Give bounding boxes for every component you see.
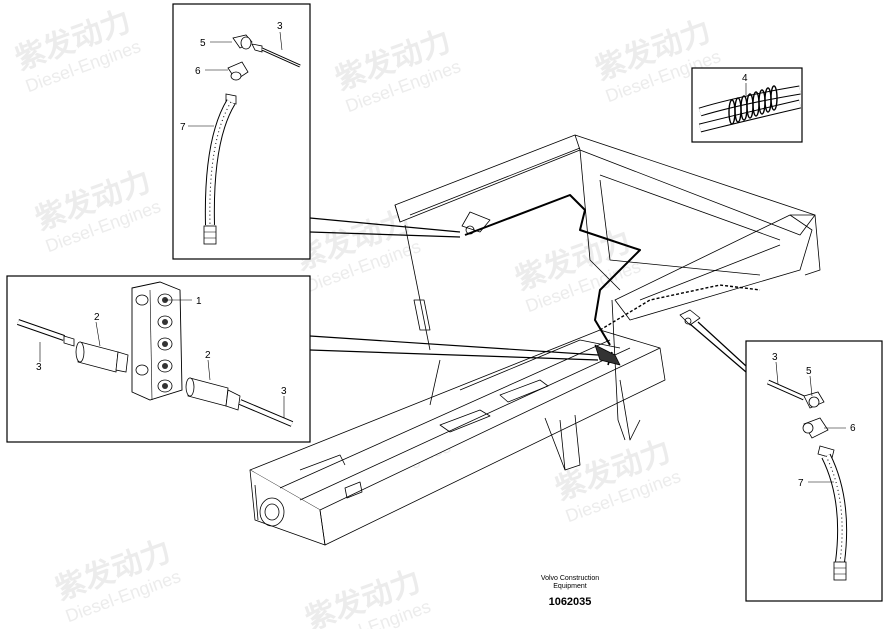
callout-1-left: 1 — [196, 296, 202, 307]
detail-frame-hose — [691, 67, 803, 143]
watermark: 紫发动力 Diesel-Engines — [51, 534, 184, 627]
callout-7-right: 7 — [798, 478, 804, 489]
callout-6-top: 6 — [195, 66, 201, 77]
drawing-number: 1062035 — [548, 596, 592, 608]
callout-5-top: 5 — [200, 38, 206, 49]
callout-2-left-b: 2 — [205, 350, 211, 361]
watermark: 紫发动力 Diesel-Engines — [551, 434, 684, 527]
callout-3-left-b: 3 — [281, 386, 287, 397]
watermark: 紫发动力 Diesel-Engines — [301, 564, 434, 629]
detail-frame-top — [172, 3, 461, 260]
watermark: 紫发动力 Diesel-Engines — [511, 224, 644, 317]
manufacturer-line-2: Equipment — [553, 583, 587, 590]
callout-5-right: 5 — [806, 366, 812, 377]
callout-3-left-a: 3 — [36, 362, 42, 373]
callout-4-hose: 4 — [742, 73, 748, 84]
callout-3-top: 3 — [277, 21, 283, 32]
detail-frame-right — [689, 321, 883, 602]
watermark: 紫发动力 Diesel-Engines — [31, 164, 164, 257]
callout-2-left-a: 2 — [94, 312, 100, 323]
drawing-caption: Volvo Construction Equipment 1062035 — [520, 575, 620, 608]
detail-frame-left — [6, 275, 599, 443]
callout-3-right: 3 — [772, 352, 778, 363]
chassis-frame — [249, 134, 821, 546]
callout-7-top: 7 — [180, 122, 186, 133]
watermark: 紫发动力 Diesel-Engines — [11, 4, 144, 97]
watermark: 紫发动力 Diesel-Engines — [331, 24, 464, 117]
callout-6-right: 6 — [850, 423, 856, 434]
callout-labels: 5 3 6 7 4 1 2 3 2 3 3 5 6 7 — [36, 21, 856, 489]
manufacturer-line-1: Volvo Construction — [540, 575, 600, 582]
